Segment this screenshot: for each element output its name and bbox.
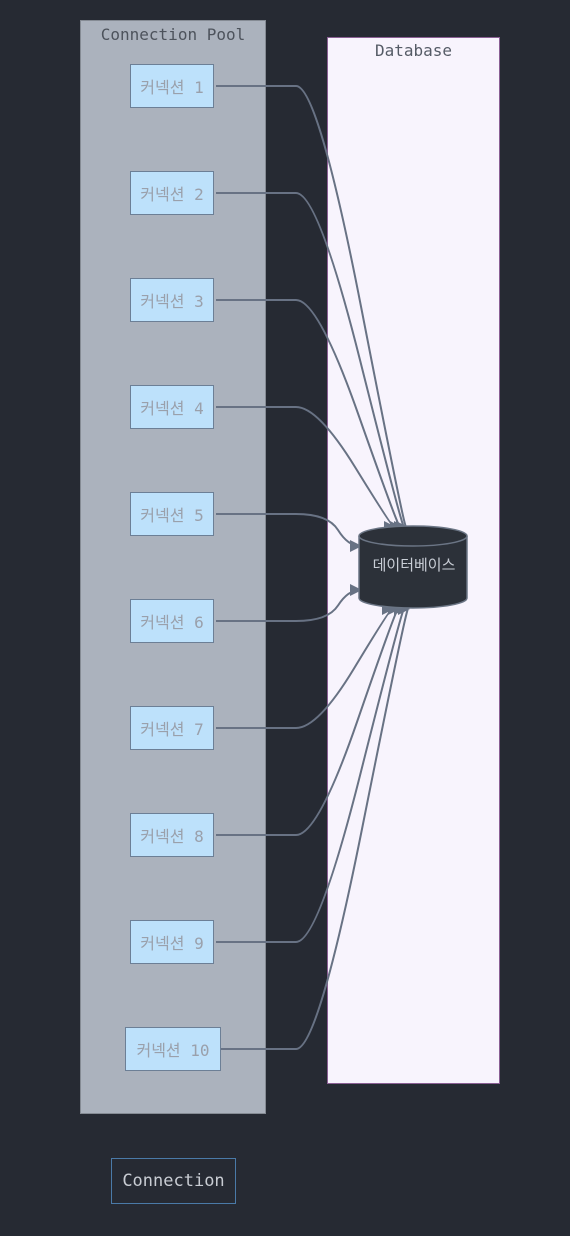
connection-node-7: 커넥션 7 [130, 706, 214, 750]
edge-connection-8-to-database [216, 603, 400, 836]
edge-connection-7-to-database [216, 603, 394, 729]
edge-connection-6-to-database [216, 584, 362, 622]
edge-connection-10-to-database [221, 603, 410, 1050]
edge-connection-1-to-database [216, 85, 408, 533]
connection-node-5: 커넥션 5 [130, 492, 214, 536]
edge-connection-3-to-database [216, 299, 402, 533]
connection-node-3: 커넥션 3 [130, 278, 214, 322]
edge-connection-4-to-database [216, 406, 396, 533]
connection-node-1: 커넥션 1 [130, 64, 214, 108]
legend-connection: Connection [111, 1158, 236, 1204]
edge-connection-2-to-database [216, 192, 406, 533]
database-node-label: 데이터베이스 [372, 556, 456, 574]
connection-node-8: 커넥션 8 [130, 813, 214, 857]
connection-pool-title: Connection Pool [100, 25, 246, 44]
connection-node-10: 커넥션 10 [125, 1027, 221, 1071]
connection-node-2: 커넥션 2 [130, 171, 214, 215]
connection-node-6: 커넥션 6 [130, 599, 214, 643]
database-group-title: Database [374, 41, 453, 60]
database-group: Database [327, 37, 500, 1084]
edge-connection-9-to-database [216, 603, 406, 943]
database-cylinder [358, 525, 468, 609]
connection-node-4: 커넥션 4 [130, 385, 214, 429]
connection-node-9: 커넥션 9 [130, 920, 214, 964]
edge-connection-5-to-database [216, 513, 362, 552]
